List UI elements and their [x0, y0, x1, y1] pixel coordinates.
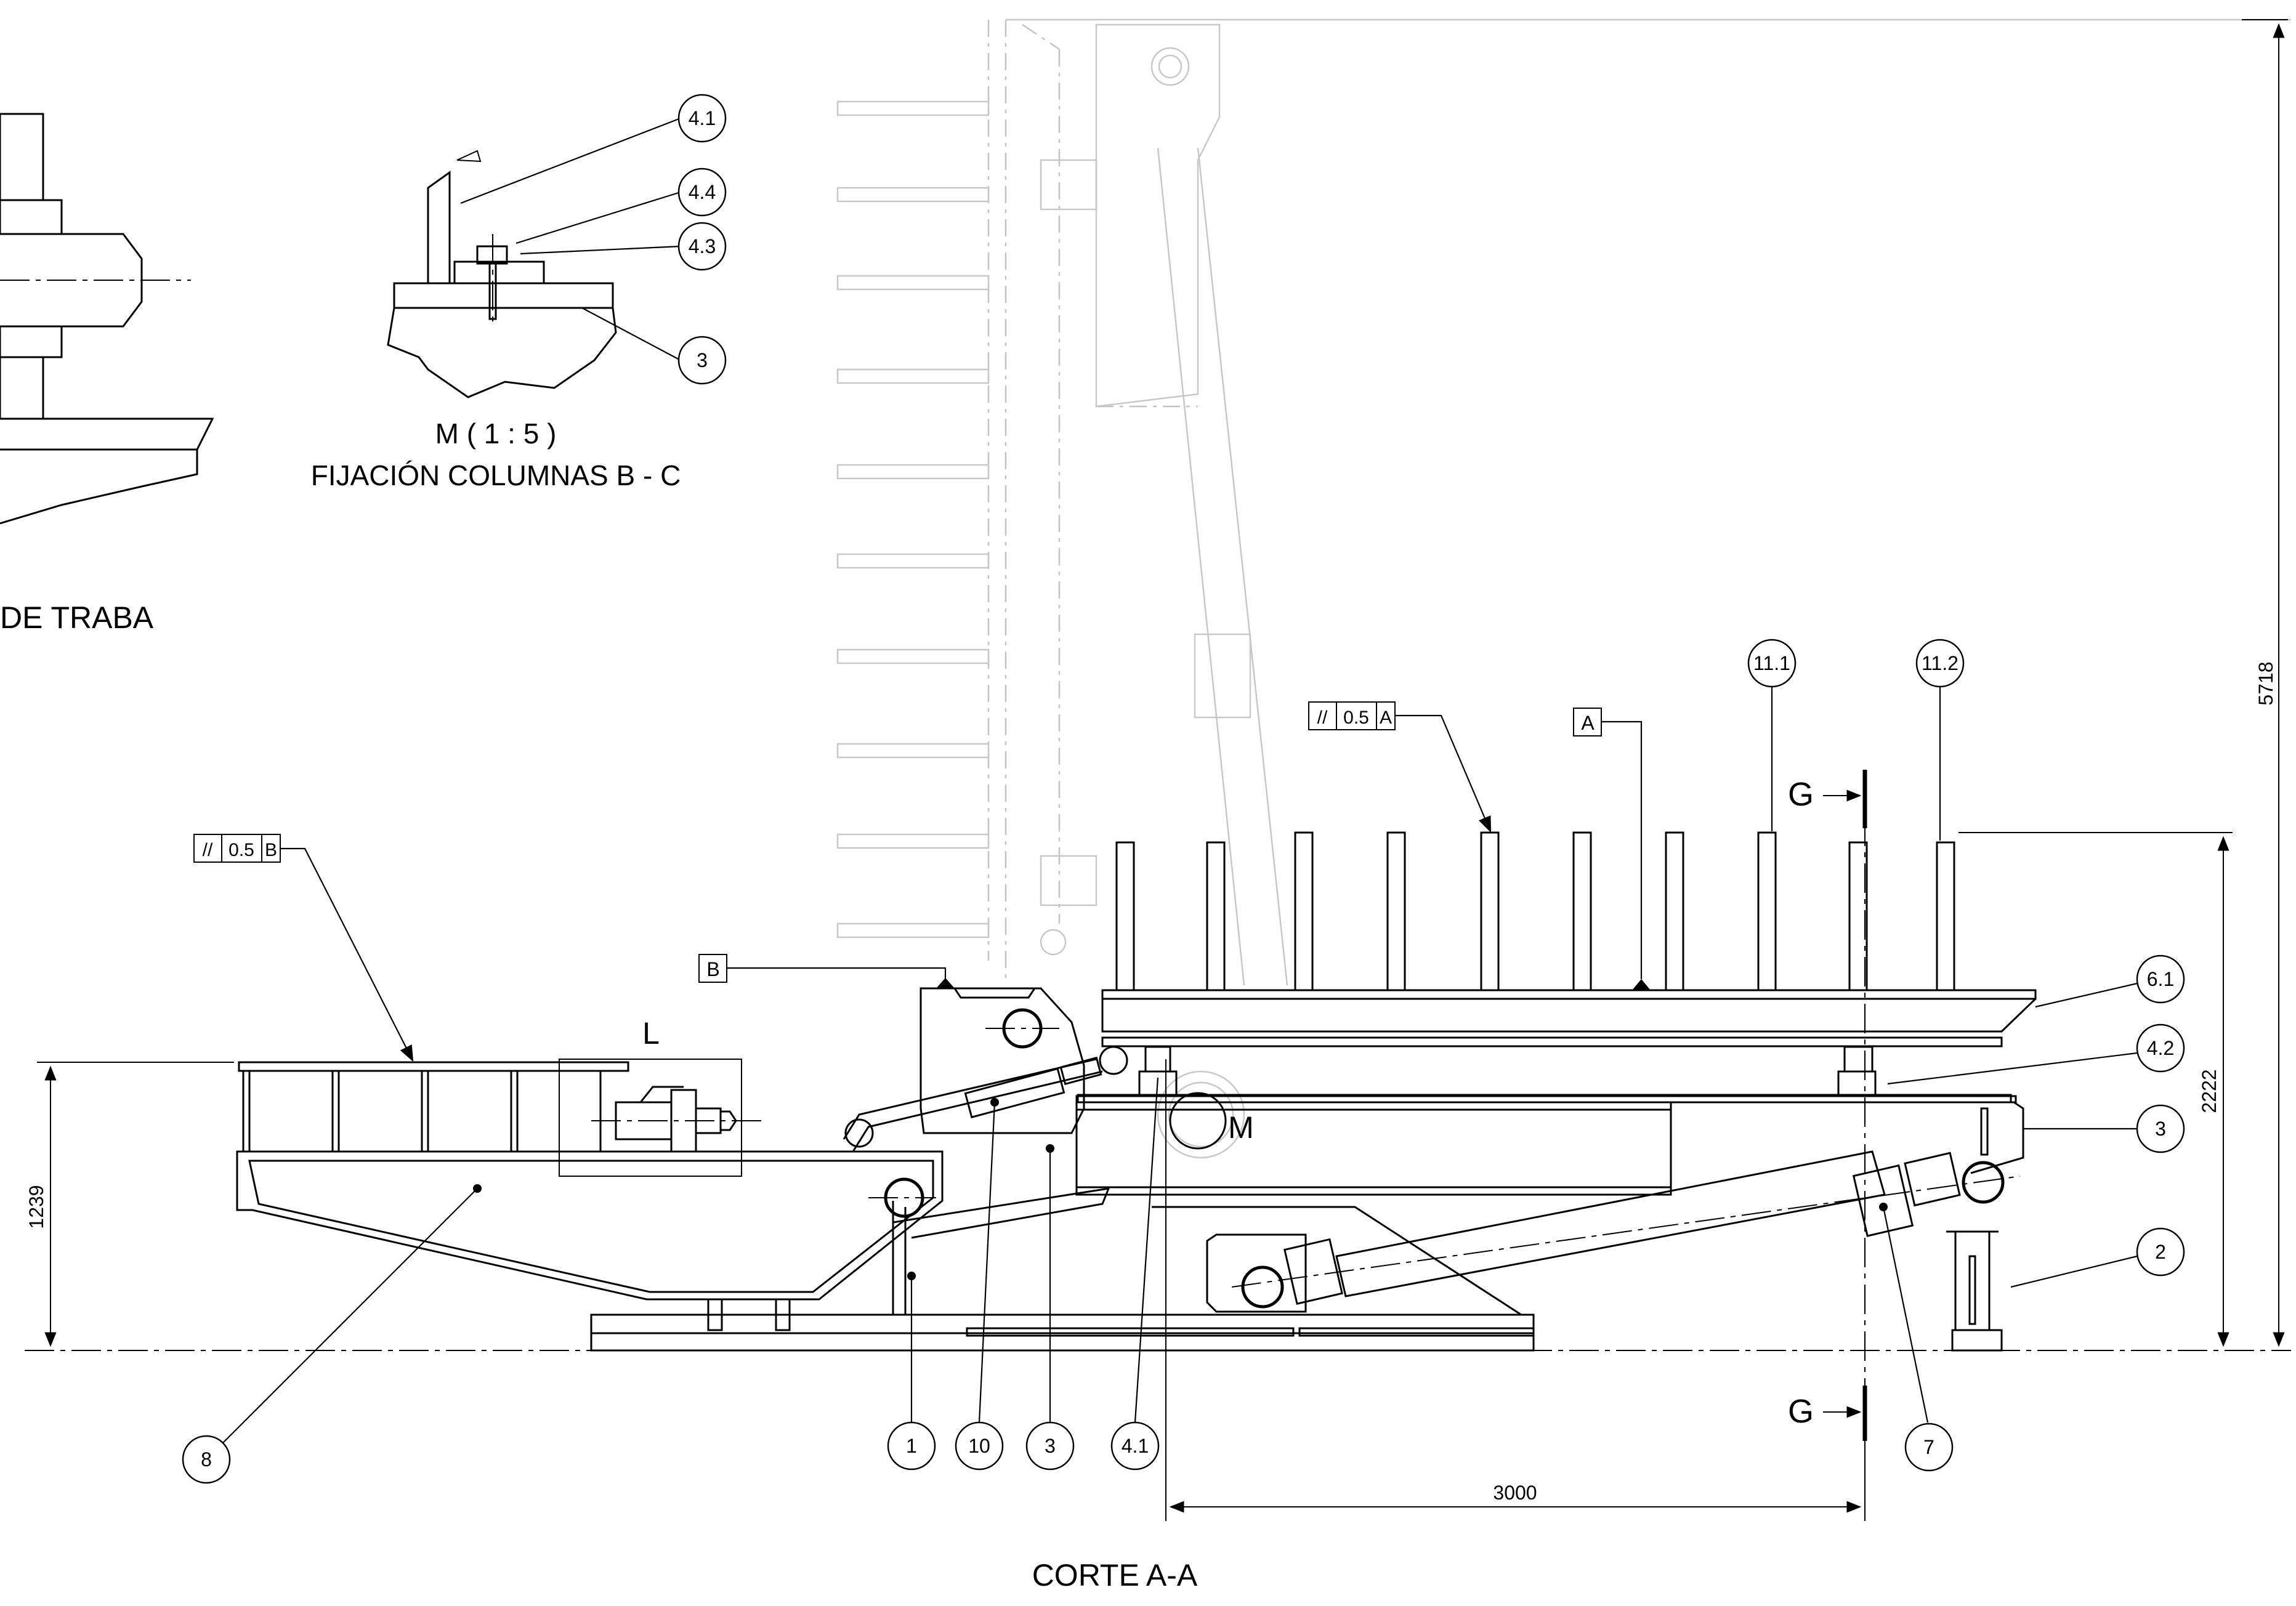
detail-m-scale: M ( 1 : 5 ) — [435, 418, 557, 450]
balloon-2: 2 — [2136, 1227, 2185, 1277]
detail-traba-title: DE TRABA — [0, 600, 154, 635]
dim-left-height: 1239 — [25, 1185, 47, 1229]
svg-text:4.4: 4.4 — [689, 181, 716, 203]
svg-text:11.1: 11.1 — [1753, 652, 1790, 674]
section-a-a: L — [25, 19, 2291, 1592]
hinge-block — [843, 987, 1128, 1153]
balloon-6-1: 6.1 — [2136, 954, 2185, 1004]
svg-text:B: B — [706, 958, 719, 980]
balloon-4-3-detail: 4.3 — [677, 222, 727, 271]
svg-text:11.2: 11.2 — [1922, 652, 1958, 674]
detail-m-callout: M — [1228, 1110, 1254, 1145]
section-g-line: G G — [1788, 770, 1867, 1441]
dim-horizontal-span: 3000 — [1493, 1482, 1537, 1504]
section-g-label-top: G — [1788, 776, 1814, 813]
svg-text:4.1: 4.1 — [689, 107, 716, 129]
raised-position-phantom — [836, 18, 2291, 1159]
detail-m-title: FIJACIÓN COLUMNAS B - C — [311, 459, 681, 491]
svg-text://: // — [203, 840, 213, 860]
svg-text:0.5: 0.5 — [1343, 708, 1369, 728]
svg-text:A: A — [1380, 708, 1392, 728]
upper-table — [936, 831, 2037, 1047]
balloon-11-1: 11.1 — [1747, 639, 1797, 688]
detail-traba: DE TRABA — [0, 113, 214, 635]
dimension-5718: 5718 — [2242, 19, 2288, 1347]
balloon-3-detail: 3 — [677, 336, 727, 385]
svg-text:4.1: 4.1 — [1122, 1435, 1149, 1457]
svg-text:3: 3 — [697, 349, 708, 371]
balloon-8: 8 — [182, 1435, 231, 1484]
svg-text://: // — [1317, 708, 1328, 728]
svg-text:0.5: 0.5 — [228, 840, 254, 860]
balloon-4-1-bottom: 4.1 — [1110, 1421, 1160, 1471]
balloon-1: 1 — [887, 1421, 936, 1471]
section-title: CORTE A-A — [1032, 1558, 1198, 1592]
balloon-4-1-detail: 4.1 — [677, 94, 727, 143]
svg-text:A: A — [1581, 712, 1595, 734]
tolerance-frame-b: // 0.5 B — [193, 834, 414, 1062]
balloon-4-2: 4.2 — [2136, 1023, 2185, 1073]
balloon-4-4-detail: 4.4 — [677, 167, 727, 217]
svg-text:6.1: 6.1 — [2147, 968, 2174, 990]
dim-table-height: 2222 — [2198, 1069, 2220, 1113]
svg-text:2: 2 — [2155, 1241, 2166, 1263]
svg-text:3: 3 — [2155, 1118, 2166, 1140]
tolerance-frame-a: // 0.5 A — [1308, 701, 1492, 833]
dimension-2222: 2222 — [1958, 832, 2233, 1347]
svg-text:3: 3 — [1045, 1435, 1056, 1457]
balloon-10: 10 — [955, 1421, 1004, 1471]
svg-text:4.3: 4.3 — [689, 235, 716, 257]
section-g-label-bottom: G — [1788, 1393, 1814, 1430]
dimension-3000: 3000 — [1165, 1059, 1866, 1521]
svg-text:7: 7 — [1923, 1436, 1934, 1458]
balloon-11-2: 11.2 — [1915, 639, 1965, 688]
detail-l-area: L — [559, 1016, 764, 1177]
lift-cylinder — [1206, 1150, 2021, 1313]
balloon-7: 7 — [1904, 1422, 1954, 1472]
datum-b: B — [698, 954, 947, 983]
detail-l-label: L — [642, 1016, 660, 1051]
svg-text:B: B — [265, 840, 277, 860]
svg-text:4.2: 4.2 — [2147, 1037, 2174, 1059]
svg-text:10: 10 — [968, 1435, 990, 1457]
support-post — [1946, 1230, 2003, 1352]
balloons-main: 11.1 11.2 6.1 4.2 3 2 7 8 1 10 3 4.1 — [182, 639, 2185, 1484]
dimension-1239: 1239 — [25, 1062, 234, 1347]
dim-total-height: 5718 — [2255, 661, 2277, 705]
datum-a: A — [1573, 708, 1643, 979]
svg-text:1: 1 — [906, 1435, 917, 1457]
detail-m: M ( 1 : 5 ) FIJACIÓN COLUMNAS B - C 4.1 … — [311, 94, 727, 491]
base-plates — [590, 1206, 1535, 1352]
svg-text:8: 8 — [201, 1448, 212, 1471]
balloon-3-right: 3 — [2136, 1104, 2185, 1153]
balloon-3-bottom: 3 — [1025, 1421, 1075, 1471]
mid-plate — [1077, 1046, 2012, 1150]
